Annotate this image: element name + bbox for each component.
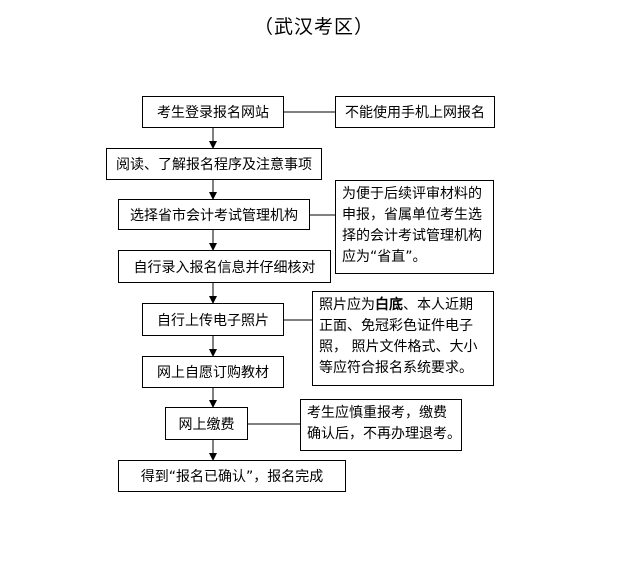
note-agency: 为便于后续评审材料的 申报，省属单位考生选 择的会计考试管理机构 应为“省直”。: [335, 180, 494, 274]
note-line: 择的会计考试管理机构: [342, 228, 482, 244]
step-label: 自行录入报名信息并仔细核对: [133, 259, 316, 276]
step-complete: 得到“报名已确认”，报名完成: [118, 460, 346, 492]
step-order-textbooks: 网上自愿订购教材: [142, 356, 284, 388]
step-read-instructions: 阅读、了解报名程序及注意事项: [106, 148, 322, 180]
note-text: 不能使用手机上网报名: [345, 105, 485, 121]
note-line: 照， 照片文件格式、大小: [319, 339, 478, 355]
note-line: 等应符合报名系统要求。: [319, 360, 473, 376]
note-line: 为便于后续评审材料的: [342, 186, 482, 202]
note-line: 应为“省直”。: [342, 249, 427, 265]
note-photo: 照片应为白底、本人近期 正面、免冠彩色证件电子 照， 照片文件格式、大小 等应符…: [312, 291, 494, 386]
step-select-agency: 选择省市会计考试管理机构: [118, 199, 310, 230]
note-emphasis: 白底: [375, 297, 403, 313]
note-payment: 考生应慎重报考，缴费 确认后，不再办理退考。: [300, 399, 462, 451]
step-label: 得到“报名已确认”，报名完成: [140, 469, 324, 485]
note-line: 照片应为白底、本人近期: [319, 295, 487, 316]
note-line: 考生应慎重报考，缴费: [307, 405, 447, 421]
step-enter-info: 自行录入报名信息并仔细核对: [118, 250, 331, 283]
step-payment: 网上缴费: [165, 407, 248, 440]
step-label: 自行上传电子照片: [157, 312, 269, 329]
page-title: （武汉考区）: [253, 16, 374, 38]
note-line: 确认后，不再办理退考。: [307, 426, 461, 442]
note-line: 正面、免冠彩色证件电子: [319, 318, 473, 334]
step-label: 网上缴费: [178, 416, 235, 433]
step-label: 选择省市会计考试管理机构: [130, 207, 298, 224]
step-login: 考生登录报名网站: [142, 96, 284, 128]
note-text: 照片应为: [319, 297, 375, 313]
note-line: 申报，省属单位考生选: [342, 207, 482, 223]
step-label: 网上自愿订购教材: [157, 365, 269, 381]
note-no-mobile: 不能使用手机上网报名: [335, 96, 495, 128]
step-label: 阅读、了解报名程序及注意事项: [116, 157, 312, 173]
step-label: 考生登录报名网站: [157, 105, 269, 121]
step-upload-photo: 自行上传电子照片: [142, 303, 284, 336]
note-text: 、本人近期: [403, 297, 473, 313]
